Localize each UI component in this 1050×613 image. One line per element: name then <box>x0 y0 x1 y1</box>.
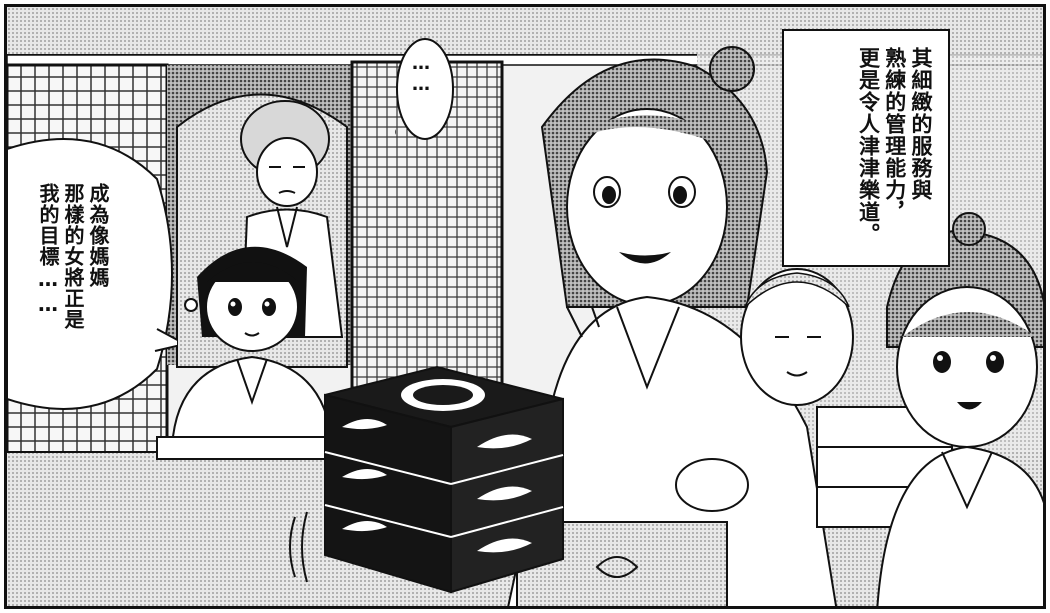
lacquer-stacked-box <box>324 365 564 594</box>
narration-text: 其細緻的服務與 熟練的管理能力， 更是令人津津樂道。 <box>856 47 934 245</box>
speech-left-text: 成為像媽媽 那樣的女將正是 我的目標…… <box>36 183 110 330</box>
speech-bubble-dots-shape <box>395 38 454 140</box>
panel-artwork <box>7 7 1043 606</box>
speech-dots-text: …… <box>410 53 432 95</box>
staff-woman-back <box>740 268 854 406</box>
manga-panel: 其細緻的服務與 熟練的管理能力， 更是令人津津樂道。 …… 成為像媽媽 那樣的女… <box>4 4 1046 609</box>
narration-box: 其細緻的服務與 熟練的管理能力， 更是令人津津樂道。 <box>782 29 950 267</box>
speech-bubble-left-shape <box>7 138 177 410</box>
young-girl <box>170 246 334 448</box>
elder-woman <box>240 100 344 338</box>
hand <box>675 458 749 512</box>
